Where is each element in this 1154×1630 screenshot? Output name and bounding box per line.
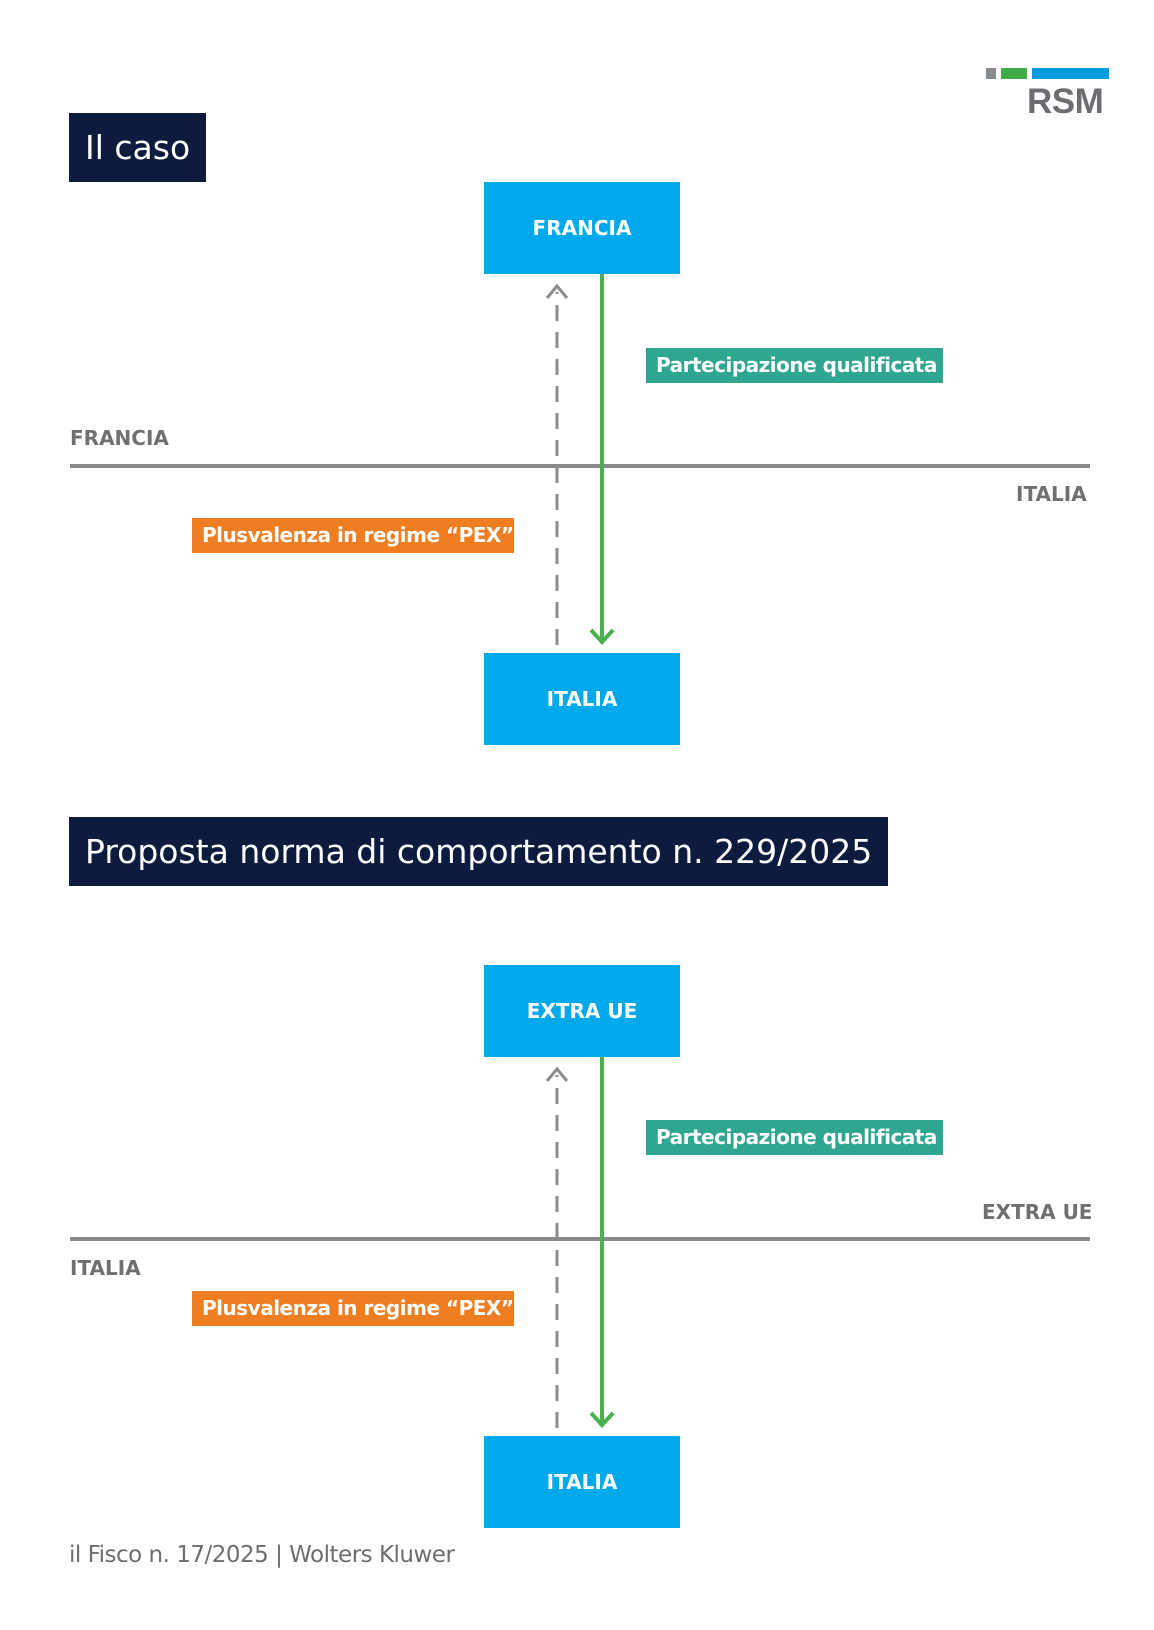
section-1-side-label-right: ITALIA: [1016, 482, 1087, 506]
section-1-top-box: FRANCIA: [484, 182, 680, 274]
green-arrow-1-head: [589, 628, 615, 645]
section-2-header: Proposta norma di comportamento n. 229/2…: [69, 817, 889, 886]
section-2-side-label-left: ITALIA: [70, 1256, 141, 1280]
section-1-bottom-box: ITALIA: [484, 653, 680, 745]
logo-bar-gray: [986, 68, 996, 79]
green-arrow-2-head: [589, 1411, 615, 1428]
logo-bar-blue: [1032, 68, 1109, 79]
section-2-side-label-right: EXTRA UE: [982, 1200, 1093, 1224]
footer-credit: il Fisco n. 17/2025 | Wolters Kluwer: [69, 1542, 455, 1568]
section-2-bottom-box: ITALIA: [484, 1436, 680, 1528]
logo-text: RSM: [1027, 82, 1104, 121]
dashed-arrow-1-head: [545, 283, 569, 299]
section-1-header: Il caso: [69, 113, 207, 182]
section-2-gain-label: Plusvalenza in regime “PEX”: [192, 1291, 514, 1326]
section-1-participation-label: Partecipazione qualificata: [646, 348, 943, 383]
dashed-arrow-2-head: [545, 1066, 569, 1082]
section-2-participation-label: Partecipazione qualificata: [646, 1120, 943, 1155]
section-1-gain-label: Plusvalenza in regime “PEX”: [192, 518, 514, 553]
logo-bar-green: [1001, 68, 1027, 79]
section-2-top-box: EXTRA UE: [484, 965, 680, 1057]
section-1-side-label-left: FRANCIA: [70, 426, 169, 450]
